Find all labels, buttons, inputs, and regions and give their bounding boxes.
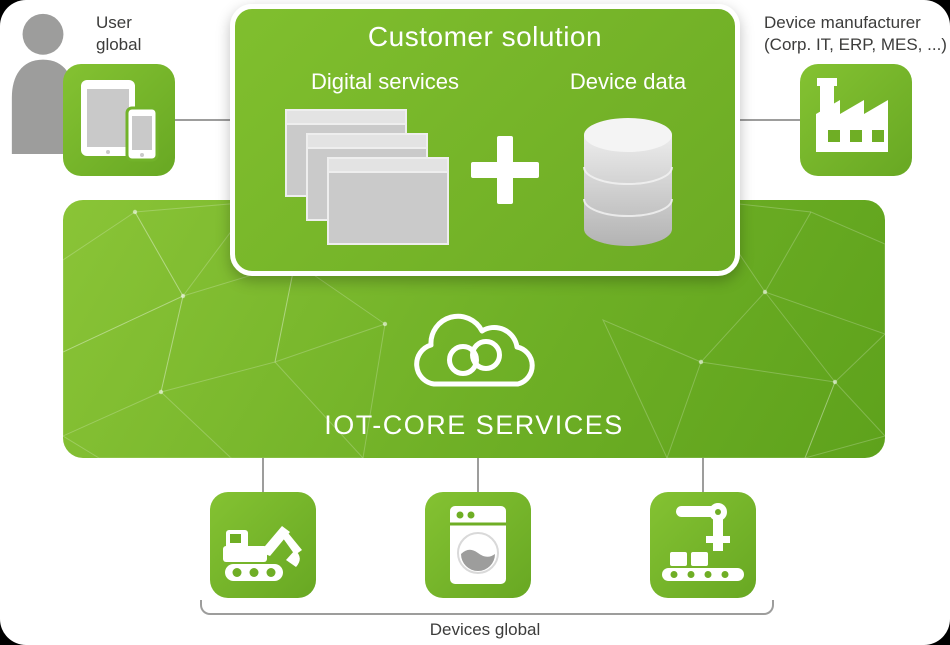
customer-solution-title: Customer solution bbox=[367, 21, 603, 52]
iot-core-title: IOT-CORE SERVICES bbox=[324, 410, 624, 440]
customer-solution-box: Customer solution Digital services Devic… bbox=[230, 4, 740, 276]
database-icon bbox=[582, 115, 674, 249]
connector-band-robot-arm bbox=[702, 458, 704, 492]
manufacturer-label-line1: Device manufacturer bbox=[764, 13, 921, 32]
tablet-phone-icon bbox=[81, 80, 159, 162]
washing-machine-icon bbox=[450, 506, 506, 584]
cloud-loop-icon bbox=[400, 300, 550, 400]
person-icon bbox=[6, 8, 80, 154]
devices-bracket bbox=[200, 600, 774, 615]
window-stack-icon bbox=[285, 109, 470, 259]
manufacturer-label: Device manufacturer (Corp. IT, ERP, MES,… bbox=[764, 12, 947, 56]
user-label: User global bbox=[96, 12, 141, 56]
user-label-line2: global bbox=[96, 35, 142, 55]
manufacturer-label-line2: (Corp. IT, ERP, MES, ...) bbox=[764, 35, 947, 55]
factory-icon bbox=[816, 78, 888, 152]
manufacturer-tile bbox=[800, 64, 912, 176]
device-tile-excavator bbox=[210, 492, 316, 598]
excavator-icon bbox=[223, 526, 302, 581]
robot-arm-icon bbox=[662, 503, 744, 581]
connector-user-solution bbox=[175, 119, 232, 121]
plus-icon bbox=[469, 134, 541, 206]
user-devices-tile bbox=[63, 64, 175, 176]
device-tile-robot-arm bbox=[650, 492, 756, 598]
connector-solution-manufacturer bbox=[740, 119, 800, 121]
connector-band-excavator bbox=[262, 458, 264, 492]
connector-band-washing-machine bbox=[477, 458, 479, 492]
polygon-mesh-pattern bbox=[63, 200, 885, 458]
device-tile-washing-machine bbox=[425, 492, 531, 598]
digital-services-label: Digital services bbox=[311, 69, 459, 94]
devices-global-label: Devices global bbox=[429, 620, 541, 639]
device-data-label: Device data bbox=[569, 69, 687, 94]
user-label-line1: User bbox=[96, 13, 132, 32]
